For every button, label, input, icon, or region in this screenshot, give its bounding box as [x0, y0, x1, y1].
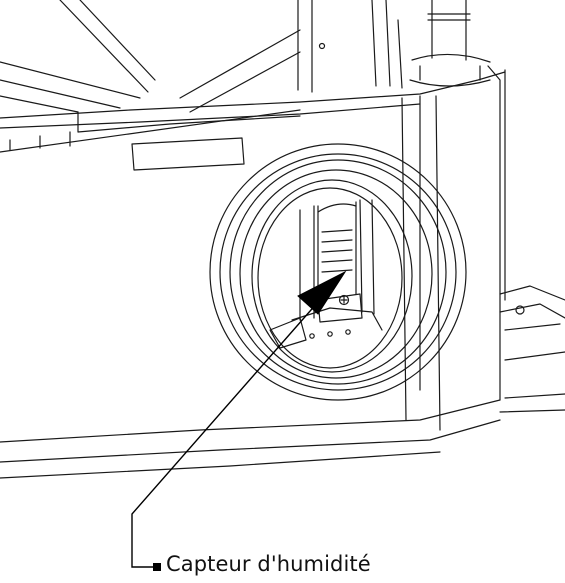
humidity-sensor-label: Capteur d'humidité [166, 552, 371, 576]
callout-leader [131, 270, 347, 568]
housing-drawing [0, 0, 565, 479]
callout-marker-icon [153, 563, 161, 571]
arrow-head-icon [297, 270, 347, 315]
